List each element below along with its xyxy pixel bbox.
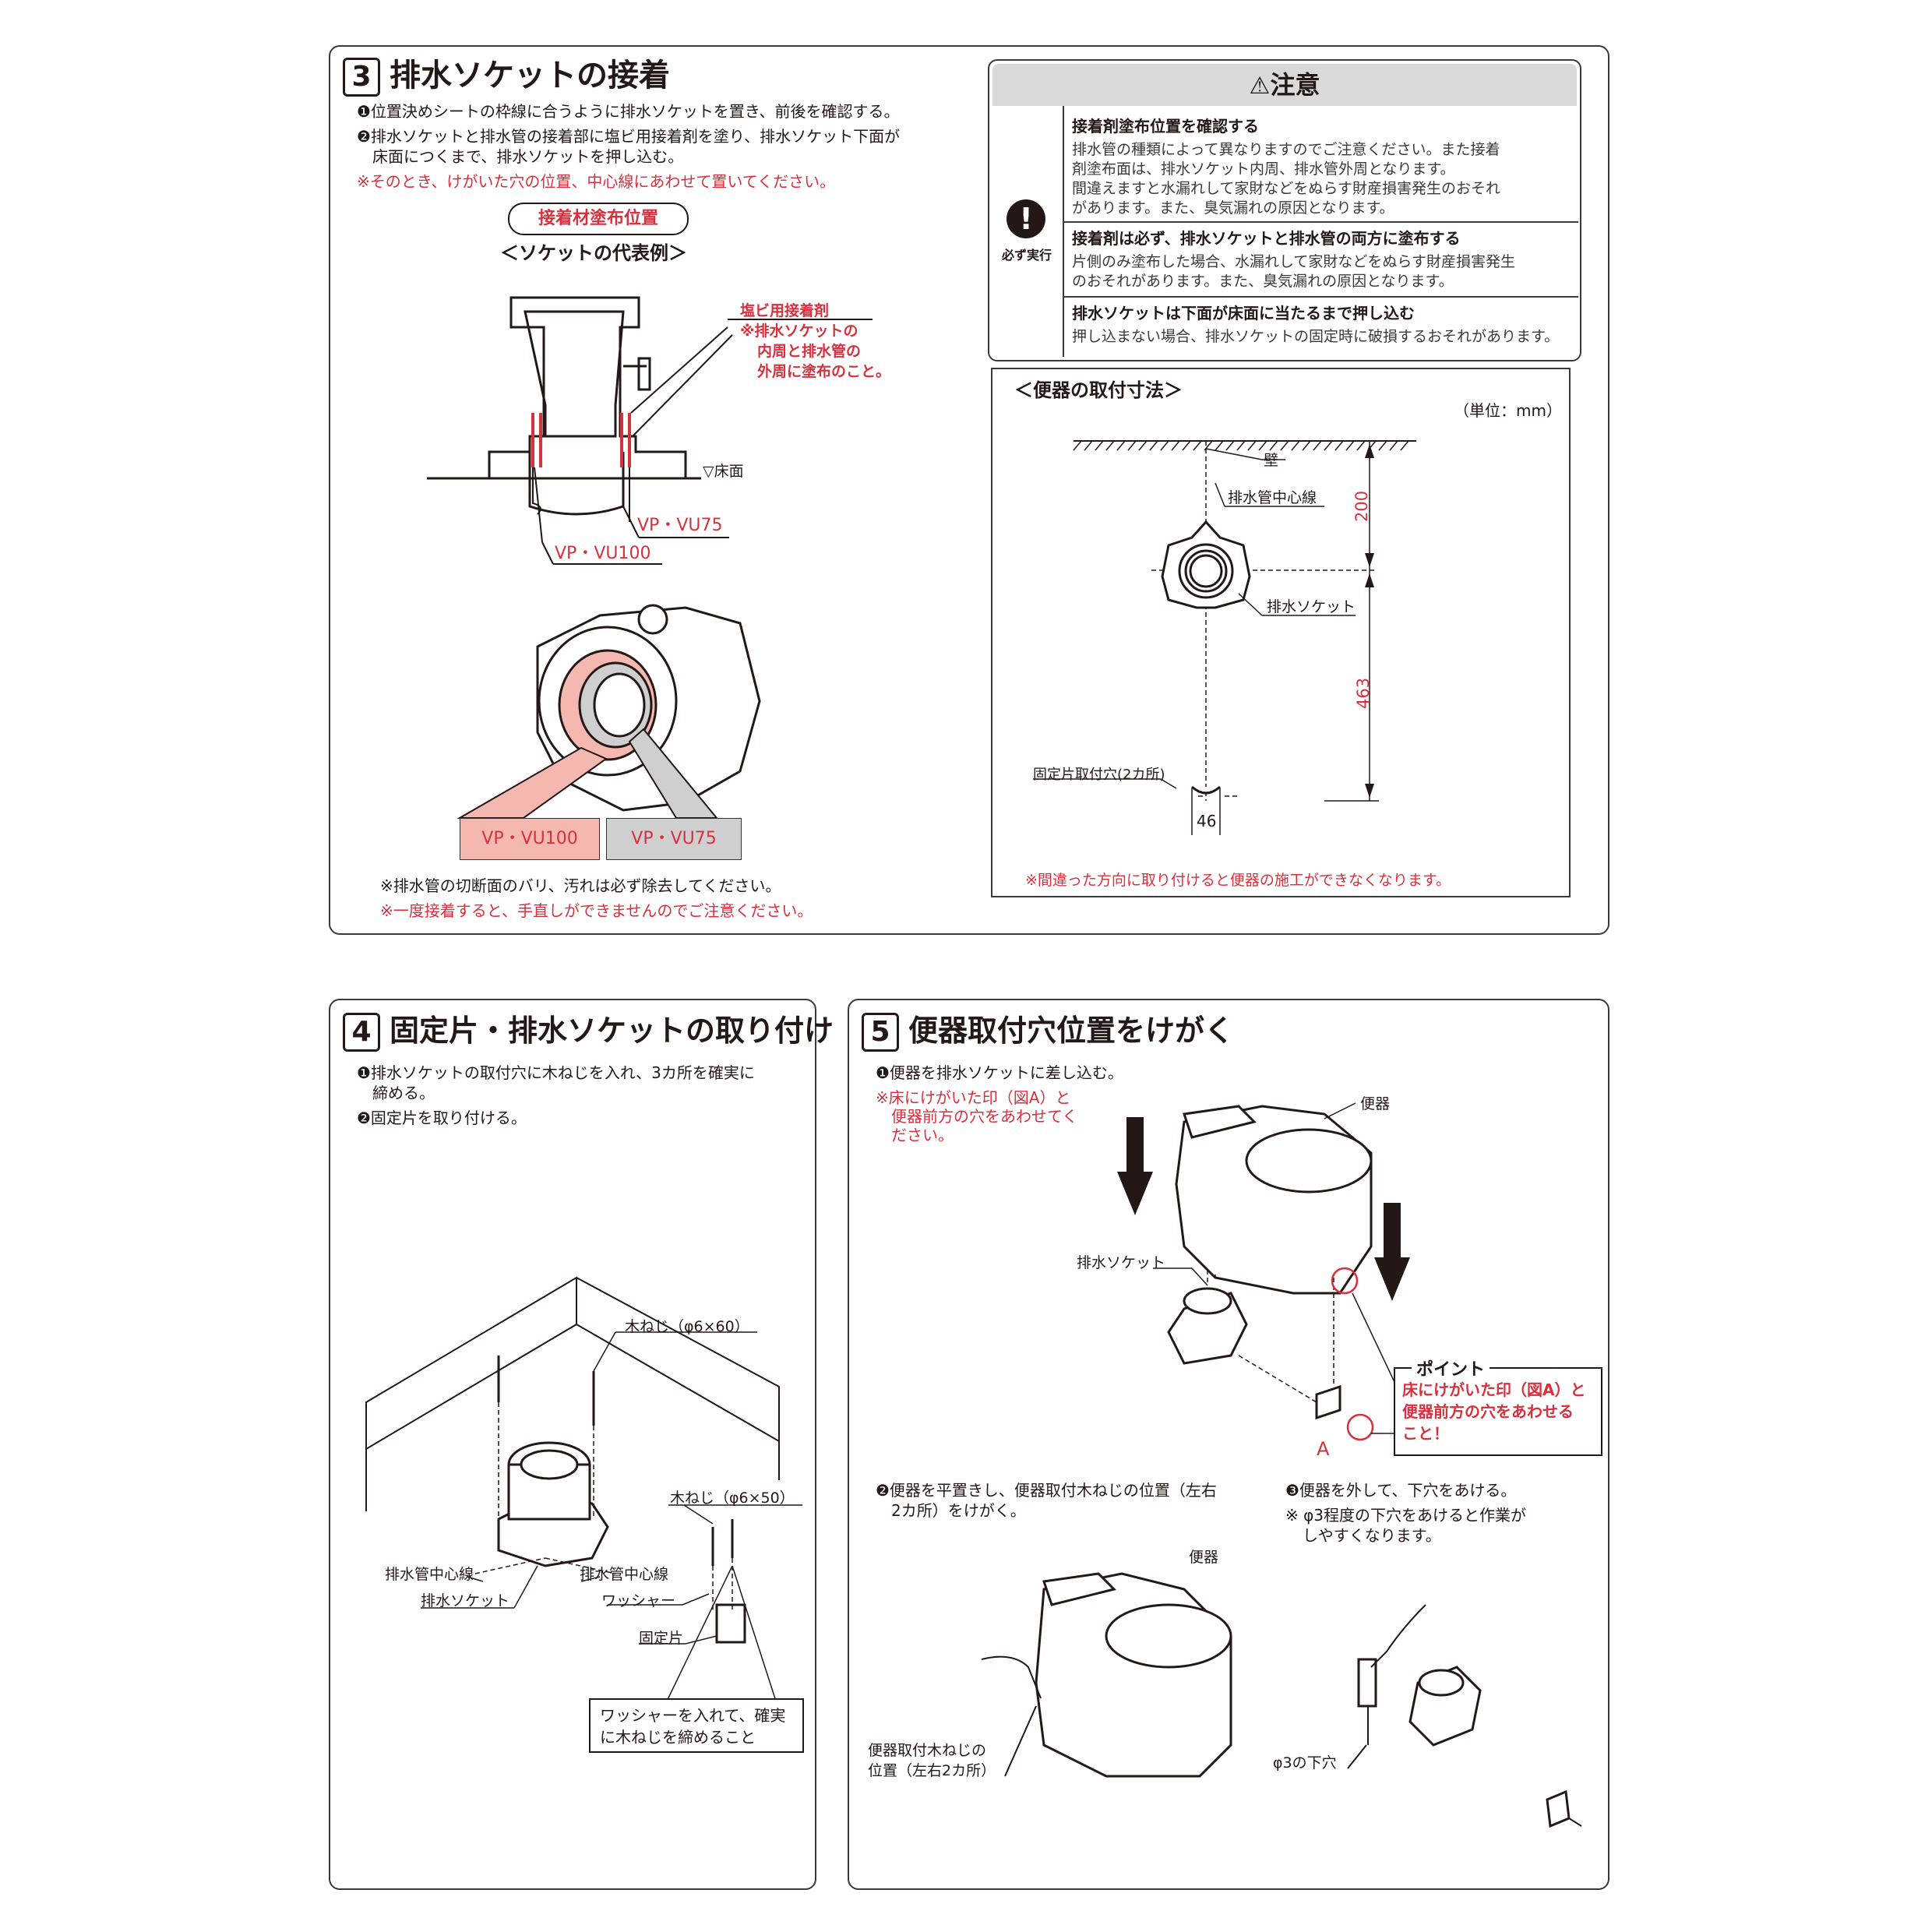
pilot-hole-label: φ3の下穴 xyxy=(1273,1754,1337,1772)
figure-a-label: A xyxy=(1317,1438,1330,1460)
toilet-label-2: 便器 xyxy=(1189,1549,1219,1566)
exclamation-icon: ! xyxy=(1007,199,1045,238)
point-note-2: 便器前方の穴をあわせる xyxy=(1402,1402,1574,1421)
caution-row1-l2: 剤塗布面は、排水ソケット内周、排水管外周となります。 xyxy=(1072,160,1455,178)
washer-note-1: ワッシャーを入れて、確実 xyxy=(600,1706,786,1725)
caution-row1-title: 接着剤塗布位置を確認する xyxy=(1072,117,1259,136)
caution-row3-title: 排水ソケットは下面が床面に当たるまで押し込む xyxy=(1072,304,1415,323)
caution-row1-l4: があります。また、臭気漏れの原因となります。 xyxy=(1072,199,1394,217)
dim-200: 200 xyxy=(1352,490,1371,522)
screw-50-label: 木ねじ（φ6×50） xyxy=(670,1490,795,1507)
screw-60-label: 木ねじ（φ6×60） xyxy=(625,1318,749,1335)
caution-row1-l3: 間違えますと水漏れして家財などをぬらす財産損害発生のおそれ xyxy=(1072,180,1501,197)
point-note-3: こと！ xyxy=(1402,1424,1449,1443)
screw-position-2: 位置（左右2カ所） xyxy=(868,1762,996,1779)
s5-step2a: ❷便器を平置きし、便器取付木ねじの位置（左右 xyxy=(876,1481,1217,1500)
section-5-number: 5 xyxy=(862,1013,899,1052)
point-note-1: 床にけがいた印（図A）と xyxy=(1402,1380,1586,1399)
vp100-box: VP・VU100 xyxy=(460,818,600,860)
s3-foot2: ※一度接着すると、手直しができませんのでご注意ください。 xyxy=(380,901,813,920)
caution-row1-l1: 排水管の種類によって異なりますのでご注意ください。また接着 xyxy=(1072,141,1500,158)
s5-note-2: 便器前方の穴をあわせてく xyxy=(891,1107,1078,1126)
s5-note3b: しやすくなります。 xyxy=(1303,1526,1441,1545)
section-3-number: 3 xyxy=(343,58,380,97)
s3-foot1: ※排水管の切断面のバリ、汚れは必ず除去してください。 xyxy=(380,876,781,895)
s3-step2b: 床面につくまで、排水ソケットを押し込む。 xyxy=(372,147,684,166)
caution-divider-col xyxy=(1063,106,1064,357)
unit-label: （単位：mm） xyxy=(1454,401,1562,420)
s5-note3a: ※ φ3程度の下穴をあけると作業が xyxy=(1285,1506,1527,1525)
dim-463: 463 xyxy=(1354,677,1373,709)
floor-label: ▽床面 xyxy=(703,463,744,480)
s3-note-red: ※そのとき、けがいた穴の位置、中心線にあわせて置いてください。 xyxy=(357,172,836,191)
s5-socket-label: 排水ソケット xyxy=(1077,1254,1166,1271)
socket-example-title: ＜ソケットの代表例＞ xyxy=(500,242,687,264)
center-line-right: 排水管中心線 xyxy=(580,1566,669,1583)
glue-position-pill: 接着材塗布位置 xyxy=(508,203,689,235)
glue-note-1: ※排水ソケットの xyxy=(740,323,858,340)
caution-row3-l1: 押し込まない場合、排水ソケットの固定時に破損するおそれがあります。 xyxy=(1072,328,1560,345)
s5-step3: ❸便器を外して、下穴をあける。 xyxy=(1285,1481,1517,1500)
wall-label: 壁 xyxy=(1264,452,1279,469)
dimension-note: ※間違った方向に取り付けると便器の施工ができなくなります。 xyxy=(1025,872,1451,889)
section-4-number: 4 xyxy=(343,1013,380,1052)
dimension-title: ＜便器の取付寸法＞ xyxy=(1014,379,1183,401)
fixer-label: 固定片 xyxy=(639,1630,684,1647)
hole-label: 固定片取付穴(2カ所) xyxy=(1033,767,1165,783)
caution-box: ⚠注意 ! 必ず実行 接着剤塗布位置を確認する 排水管の種類によって異なりますの… xyxy=(988,59,1581,361)
s5-step2b: 2カ所）をけがく。 xyxy=(891,1501,1026,1520)
vp75-label: VP・VU75 xyxy=(637,516,723,535)
center-line-label: 排水管中心線 xyxy=(1228,489,1317,506)
vp100-label: VP・VU100 xyxy=(555,544,651,563)
toilet-label: 便器 xyxy=(1360,1095,1391,1112)
caution-divider-1 xyxy=(1064,221,1578,223)
dimension-box xyxy=(991,368,1571,897)
s3-step1: ❶位置決めシートの枠線に合うように排水ソケットを置き、前後を確認する。 xyxy=(357,102,900,121)
socket-label: 排水ソケット xyxy=(1267,598,1356,615)
glue-label: 塩ビ用接着剤 xyxy=(740,302,830,319)
s5-note-3: ださい。 xyxy=(891,1126,954,1144)
washer-note-box xyxy=(589,1698,804,1753)
caution-header: ⚠注意 xyxy=(992,64,1577,106)
vp75-box: VP・VU75 xyxy=(606,818,742,860)
screw-position-1: 便器取付木ねじの xyxy=(868,1742,987,1759)
s4-step1b: 締める。 xyxy=(372,1084,435,1102)
s4-socket-label: 排水ソケット xyxy=(421,1592,510,1609)
caution-row2-l2: のおそれがあります。また、臭気漏れの原因となります。 xyxy=(1072,273,1454,290)
washer-note-2: に木ねじを締めること xyxy=(600,1728,756,1747)
washer-label: ワッシャー xyxy=(601,1592,676,1609)
s3-step2a: ❷排水ソケットと排水管の接着部に塩ビ用接着剤を塗り、排水ソケット下面が xyxy=(357,127,901,146)
must-do-label: 必ず実行 xyxy=(1001,248,1052,263)
s5-step1: ❶便器を排水ソケットに差し込む。 xyxy=(876,1063,1123,1082)
caution-row2-l1: 片側のみ塗布した場合、水漏れして家財などをぬらす財産損害発生 xyxy=(1072,253,1516,270)
caution-row2-title: 接着剤は必ず、排水ソケットと排水管の両方に塗布する xyxy=(1072,229,1461,248)
dim-46: 46 xyxy=(1197,812,1217,830)
s5-note-1: ※床にけがいた印（図A）と xyxy=(876,1088,1071,1107)
s4-step1a: ❶排水ソケットの取付穴に木ねじを入れ、3カ所を確実に xyxy=(357,1063,755,1082)
warning-icon: ⚠ xyxy=(1249,72,1271,100)
point-label: ポイント xyxy=(1412,1356,1490,1380)
glue-note-3: 外周に塗布のこと。 xyxy=(757,363,891,380)
center-line-left: 排水管中心線 xyxy=(385,1566,474,1583)
section-4-panel xyxy=(329,999,816,1890)
s4-step2: ❷固定片を取り付ける。 xyxy=(357,1109,527,1127)
caution-divider-2 xyxy=(1064,296,1578,298)
glue-note-2: 内周と排水管の xyxy=(757,343,862,360)
